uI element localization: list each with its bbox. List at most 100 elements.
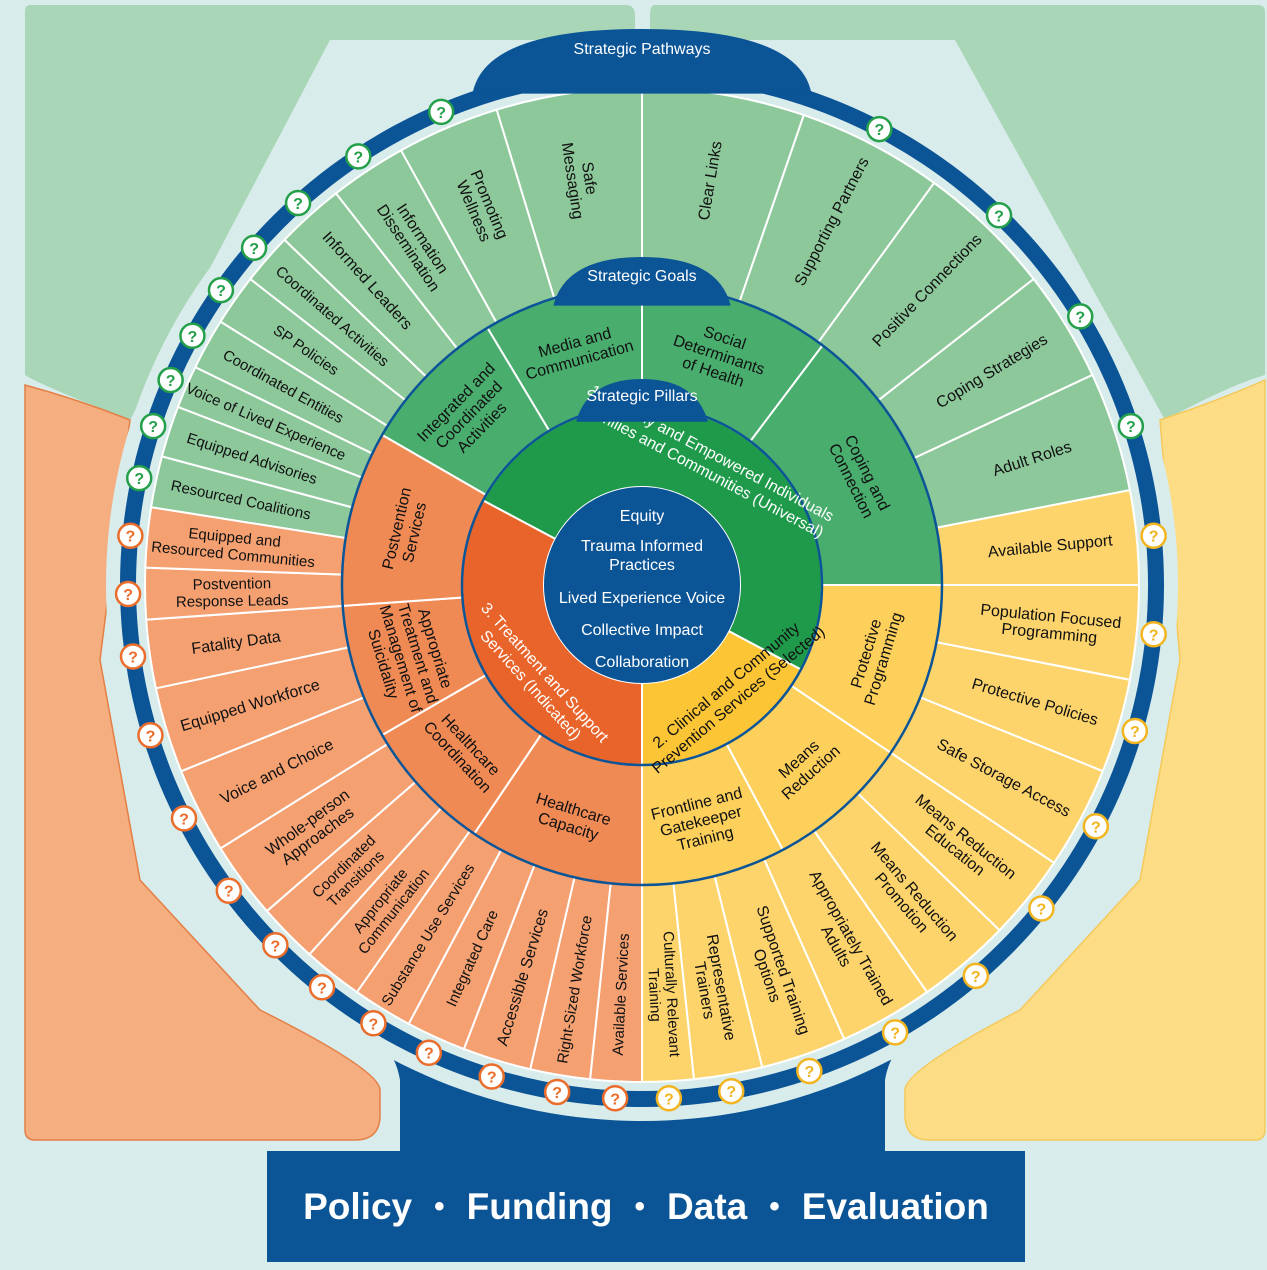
help-icon[interactable]: ? [360,1010,387,1037]
help-icon[interactable]: ? [601,1085,629,1112]
help-icon[interactable]: ? [125,464,153,492]
help-icon-circle[interactable] [601,1085,629,1112]
help-icon-mark[interactable]: ? [1075,309,1085,326]
help-icon[interactable]: ? [985,202,1013,229]
help-icon[interactable]: ? [137,722,164,749]
help-icon-mark[interactable]: ? [166,373,176,390]
help-icon-mark[interactable]: ? [552,1085,562,1102]
help-icon-circle[interactable] [137,722,164,749]
help-icon[interactable]: ? [962,962,990,990]
help-icon[interactable]: ? [262,932,289,959]
help-icon-mark[interactable]: ? [270,938,280,955]
help-icon[interactable]: ? [179,322,206,350]
help-icon-circle[interactable] [962,962,990,990]
help-icon-mark[interactable]: ? [353,149,363,166]
help-icon[interactable]: ? [655,1085,683,1112]
help-icon[interactable]: ? [119,643,147,670]
help-icon[interactable]: ? [415,1039,443,1066]
help-icon-mark[interactable]: ? [293,196,303,213]
help-icon-mark[interactable]: ? [146,728,156,745]
help-icon-mark[interactable]: ? [436,105,446,122]
help-icon-mark[interactable]: ? [1037,901,1047,918]
help-icon-circle[interactable] [125,464,153,492]
help-icon-circle[interactable] [881,1019,909,1046]
help-icon-mark[interactable]: ? [890,1025,900,1042]
help-icon[interactable]: ? [1140,522,1167,549]
help-icon-mark[interactable]: ? [1126,419,1136,436]
help-icon-circle[interactable] [1067,303,1094,330]
help-icon[interactable]: ? [796,1057,823,1085]
help-icon-mark[interactable]: ? [1149,627,1159,644]
help-icon-mark[interactable]: ? [1149,529,1159,546]
help-icon-circle[interactable] [655,1085,683,1112]
help-icon-circle[interactable] [796,1057,823,1085]
help-icon-circle[interactable] [1140,522,1167,549]
help-icon-circle[interactable] [718,1077,745,1105]
help-icon-circle[interactable] [119,643,147,670]
help-icon-mark[interactable]: ? [224,884,234,901]
help-icon-mark[interactable]: ? [1130,724,1140,741]
help-icon[interactable]: ? [207,276,235,304]
help-icon-circle[interactable] [215,877,243,904]
help-icon-circle[interactable] [117,522,144,549]
help-icon-circle[interactable] [427,98,455,126]
help-icon-circle[interactable] [308,974,336,1001]
help-icon-mark[interactable]: ? [874,122,884,139]
help-icon-circle[interactable] [114,580,142,608]
help-icon-circle[interactable] [985,202,1013,229]
help-icon-mark[interactable]: ? [664,1091,674,1108]
help-icon-circle[interactable] [262,932,289,959]
help-icon[interactable]: ? [215,877,243,904]
help-icon-mark[interactable]: ? [249,241,259,258]
help-icon-circle[interactable] [179,322,206,350]
help-icon-circle[interactable] [207,276,235,304]
help-icon[interactable]: ? [866,115,893,143]
help-icon-mark[interactable]: ? [128,650,138,667]
help-icon[interactable]: ? [114,580,142,608]
help-icon[interactable]: ? [478,1063,505,1090]
help-icon-mark[interactable]: ? [216,283,226,300]
help-icon[interactable]: ? [881,1019,909,1046]
help-icon-circle[interactable] [240,234,268,262]
help-icon[interactable]: ? [284,189,312,217]
help-icon[interactable]: ? [117,522,144,549]
help-icon-mark[interactable]: ? [369,1016,379,1033]
help-icon[interactable]: ? [427,98,455,126]
help-icon-circle[interactable] [345,143,372,170]
help-icon-mark[interactable]: ? [134,471,144,488]
help-icon[interactable]: ? [543,1078,571,1106]
help-icon-circle[interactable] [139,412,167,440]
help-icon[interactable]: ? [345,143,372,170]
help-icon-circle[interactable] [478,1063,505,1090]
help-icon[interactable]: ? [240,234,268,262]
help-icon[interactable]: ? [1140,621,1167,648]
help-icon[interactable]: ? [170,805,198,832]
help-icon-circle[interactable] [284,189,312,217]
help-icon-mark[interactable]: ? [726,1084,736,1101]
help-icon-mark[interactable]: ? [804,1064,814,1081]
help-icon-circle[interactable] [1082,813,1110,840]
help-icon[interactable]: ? [1082,813,1110,840]
help-icon-mark[interactable]: ? [123,587,133,604]
help-icon[interactable]: ? [157,366,184,394]
help-icon-circle[interactable] [157,366,184,394]
help-icon-mark[interactable]: ? [179,811,189,828]
help-icon[interactable]: ? [308,974,336,1001]
help-icon-mark[interactable]: ? [125,529,135,546]
help-icon-circle[interactable] [1117,412,1145,440]
help-icon[interactable]: ? [718,1077,745,1105]
help-icon-mark[interactable]: ? [610,1091,620,1108]
help-icon-mark[interactable]: ? [188,329,198,346]
help-icon-mark[interactable]: ? [994,208,1004,225]
help-icon-mark[interactable]: ? [971,969,981,986]
help-icon[interactable]: ? [1121,717,1149,745]
help-icon-circle[interactable] [866,115,893,143]
help-icon-circle[interactable] [415,1039,443,1066]
help-icon-circle[interactable] [170,805,198,832]
help-icon-circle[interactable] [1140,621,1167,648]
help-icon-mark[interactable]: ? [148,419,158,436]
help-icon[interactable]: ? [1067,303,1094,330]
help-icon-circle[interactable] [1028,895,1055,922]
help-icon-circle[interactable] [1121,717,1149,745]
help-icon[interactable]: ? [1028,895,1055,922]
